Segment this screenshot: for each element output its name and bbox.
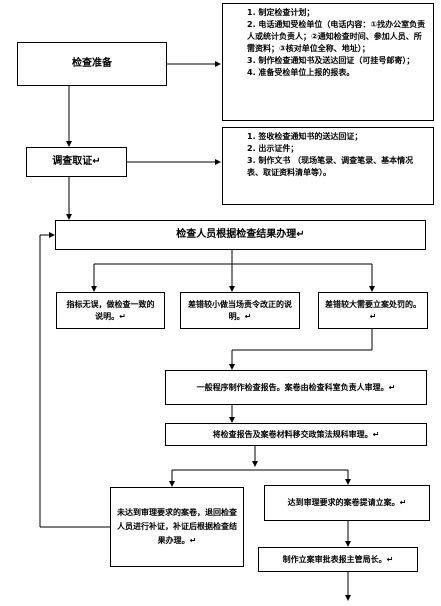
investigate-note-1: 1. 签收检查通知书的送达回证； — [247, 132, 363, 141]
prepare-note-1: 1. 制定检查计划； — [247, 8, 315, 17]
step-transfer-label: 将检查报告及案卷材料移交政策法规科审理。↵ — [212, 429, 380, 439]
step-handle-label: 检查人员根据检查结果办理↵ — [176, 229, 305, 240]
prepare-note-2: 2. 电话通知受检单位（电话内容：①找办公室负责人或统计负责人；②通知检查时间、… — [247, 20, 426, 53]
branch-no-error: 指标无误，做检查一致的说明。↵ — [56, 292, 165, 329]
prepare-note-4: 4. 准备受检单位上报的报表。 — [247, 68, 355, 77]
step-approve-label: 制作立案审批表报主管局长。↵ — [282, 554, 394, 564]
step-approve: 制作立案审批表报主管局长。↵ — [258, 547, 418, 572]
step-report: 一般程序制作检查报告。案卷由检查科室负责人审理。↵ — [165, 370, 427, 405]
prepare-notes-box: 1. 制定检查计划； 2. 电话通知受检单位（电话内容：①找办公室负责人或统计负… — [222, 3, 434, 121]
step-transfer: 将检查报告及案卷材料移交政策法规科审理。↵ — [165, 423, 427, 446]
branch-large-error: 差错较大需要立案处罚的。↵ — [318, 292, 428, 329]
branch-large-error-label: 差错较大需要立案处罚的。↵ — [325, 299, 421, 321]
investigate-note-3: 3. 制作文书 （现场笔录、调查笔录、基本情况表、取证资料清单等）。 — [247, 156, 414, 177]
branch-small-error: 差错较小做当场责令改正的说明。↵ — [180, 292, 300, 329]
step-met-label: 达到审理要求的案卷提请立案。↵ — [287, 498, 407, 507]
prepare-note-3: 3. 制作检查通知书及送达回证（可挂号邮寄）； — [247, 56, 415, 65]
step-not-met-label: 未达到审理要求的案卷，退回检查人员进行补证，补证后根据检查结果办理。↵ — [117, 508, 237, 545]
investigate-note-2: 2. 出示证件； — [247, 144, 299, 153]
step-prepare: 检查准备 — [17, 42, 167, 86]
step-prepare-label: 检查准备 — [72, 58, 112, 69]
step-investigate-label: 调查取证↵ — [52, 156, 101, 167]
step-report-label: 一般程序制作检查报告。案卷由检查科室负责人审理。↵ — [196, 382, 396, 392]
investigate-notes-box: 1. 签收检查通知书的送达回证； 2. 出示证件； 3. 制作文书 （现场笔录、… — [222, 127, 434, 205]
step-not-met: 未达到审理要求的案卷，退回检查人员进行补证，补证后根据检查结果办理。↵ — [110, 487, 244, 567]
step-investigate: 调查取证↵ — [26, 147, 127, 177]
step-handle: 检查人员根据检查结果办理↵ — [55, 220, 426, 250]
step-met: 达到审理要求的案卷提请立案。↵ — [264, 485, 430, 521]
branch-no-error-label: 指标无误，做检查一致的说明。↵ — [66, 299, 155, 321]
branch-small-error-label: 差错较小做当场责令改正的说明。↵ — [188, 299, 292, 321]
